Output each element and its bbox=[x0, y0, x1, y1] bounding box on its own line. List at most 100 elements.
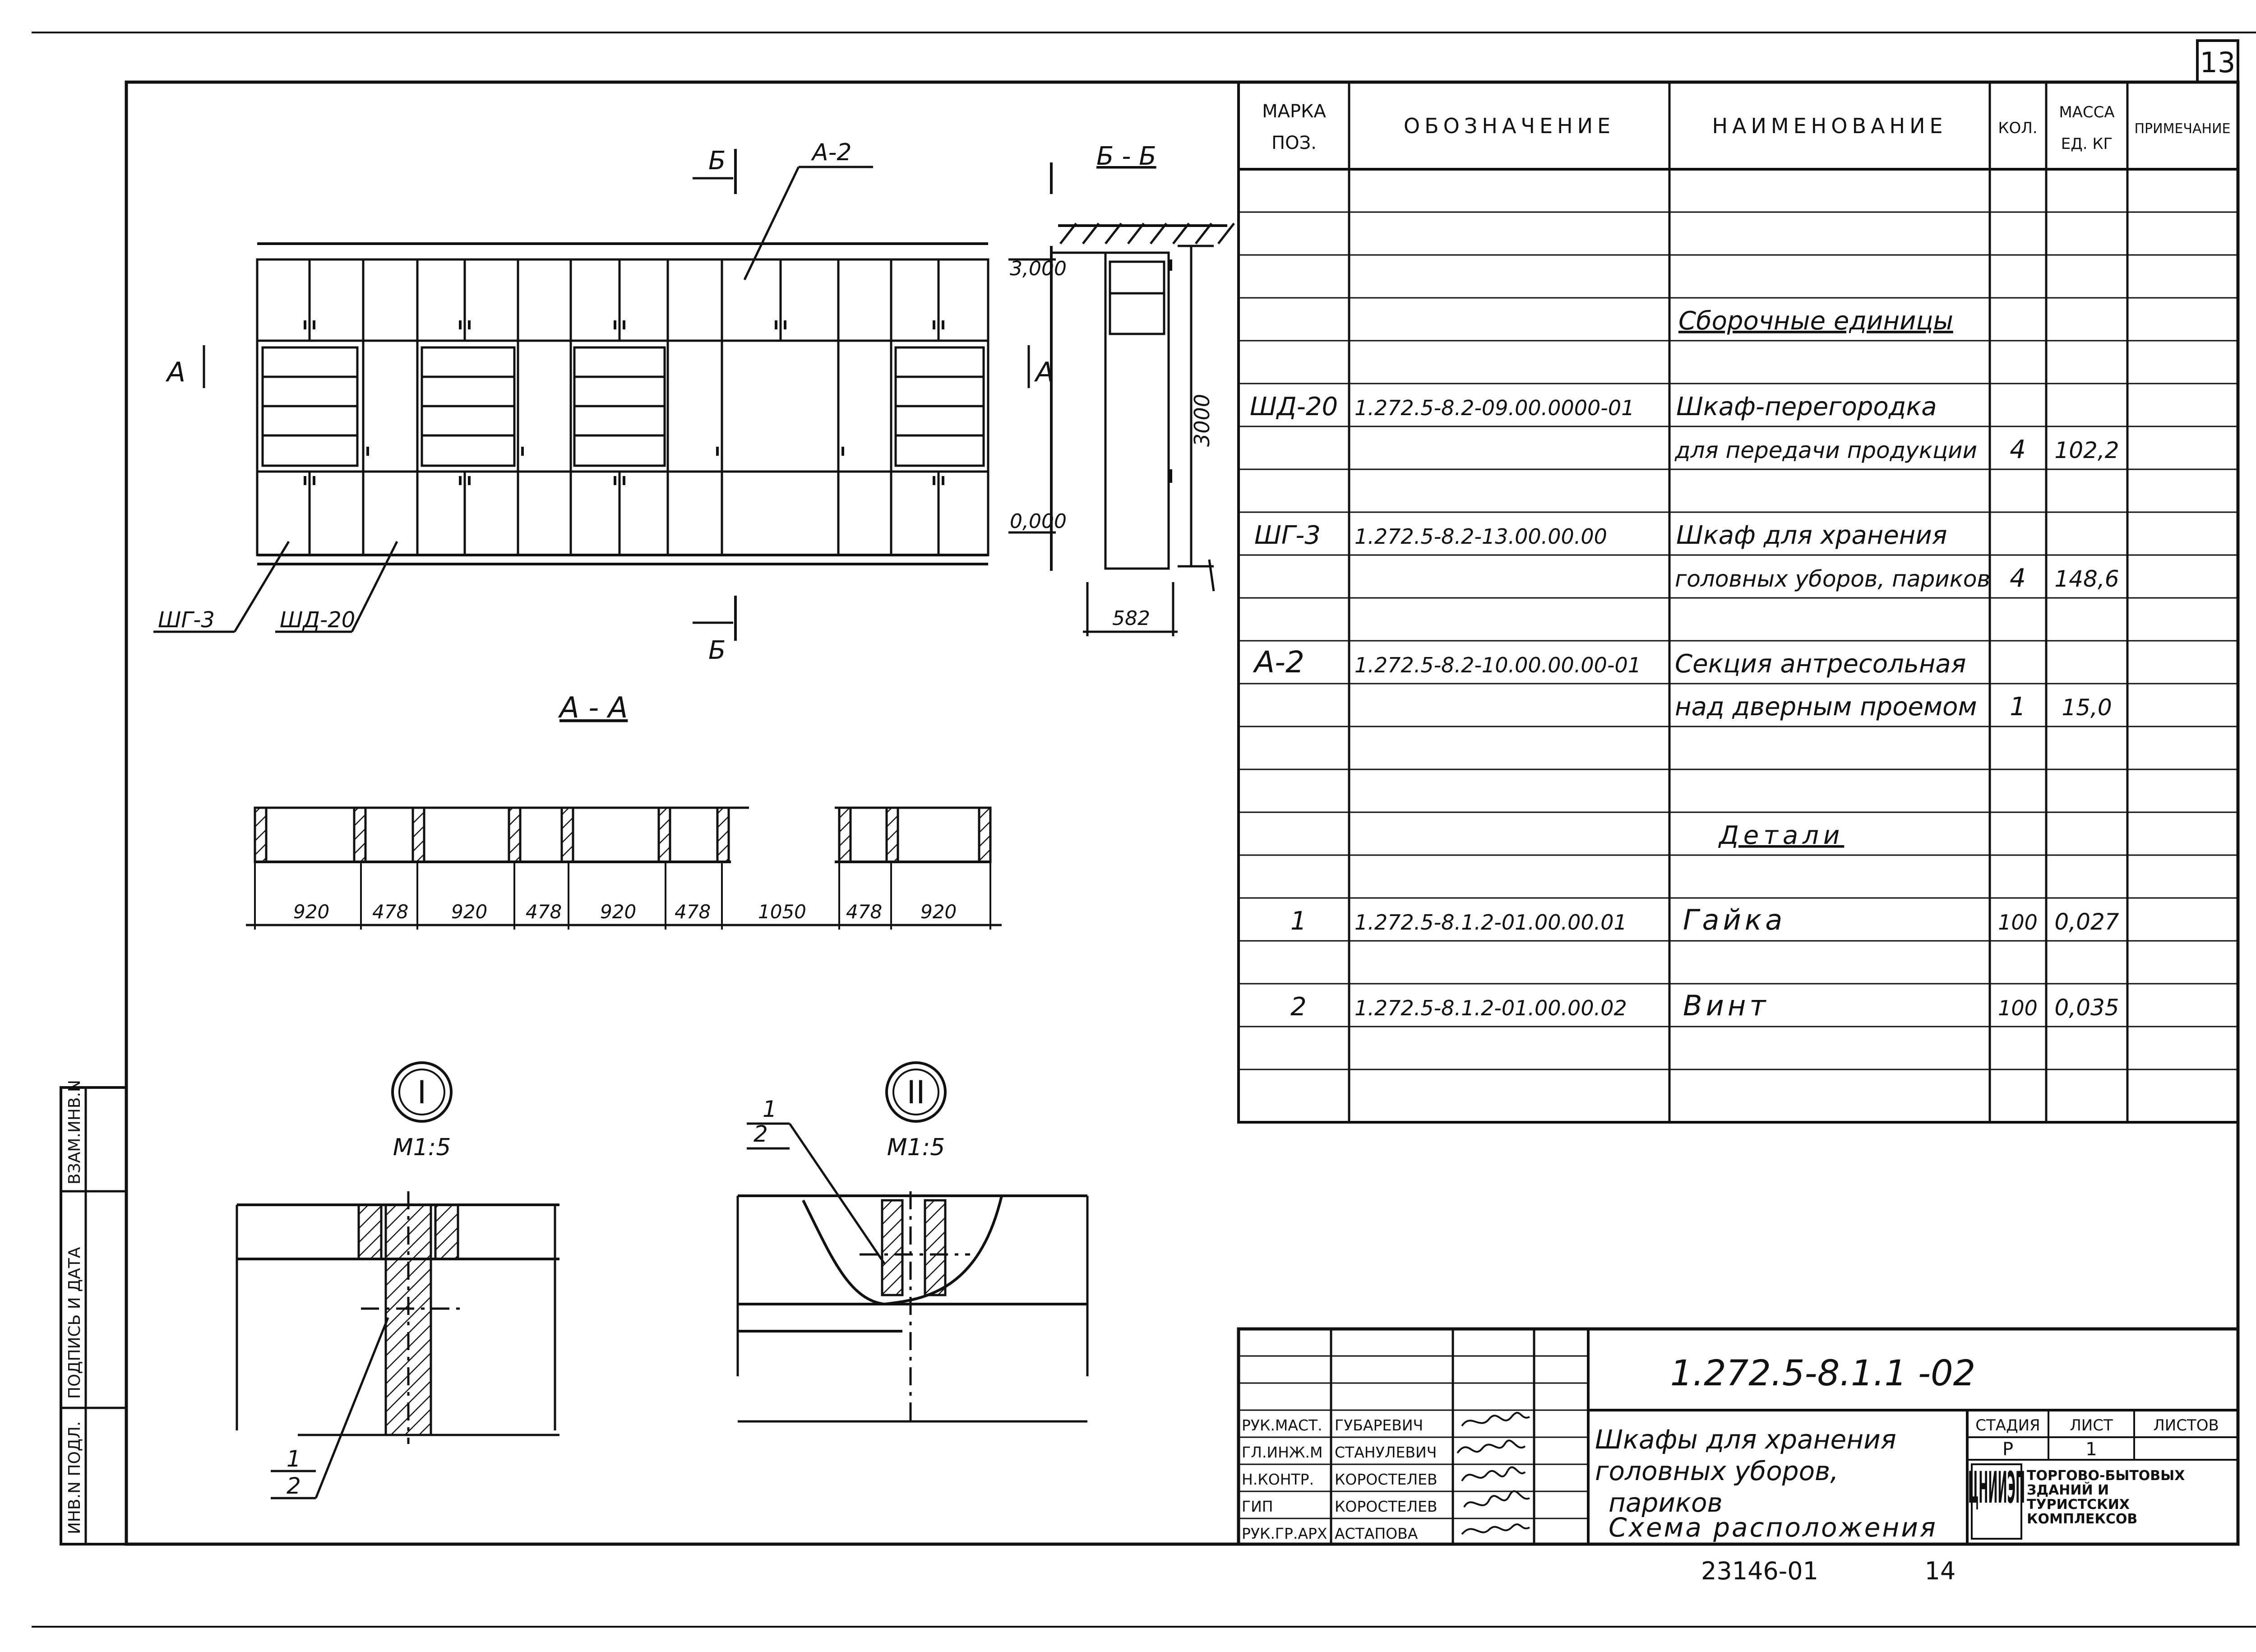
detail-1 bbox=[236, 1061, 559, 1499]
dim-aa-0: 920 bbox=[293, 901, 329, 923]
row-2-mass: 148,6 bbox=[2054, 566, 2119, 592]
row-1-mark: ШД-20 bbox=[1250, 392, 1338, 421]
header-note: ПРИМЕЧАНИЕ bbox=[2135, 121, 2231, 137]
archive-number: 23146-01 bbox=[1701, 1557, 1818, 1585]
dim-aa-5: 478 bbox=[675, 901, 711, 923]
detail-2-symbol: II bbox=[906, 1074, 925, 1111]
org-name-line-2: ЗДАНИЙ И bbox=[2027, 1482, 2109, 1498]
section-mark-a-left: А bbox=[165, 356, 185, 388]
detail-2 bbox=[736, 1061, 1089, 1426]
header-mark-line2: ПОЗ. bbox=[1271, 133, 1317, 153]
callout-shd20: ШД-20 bbox=[280, 607, 355, 633]
row-3-mass: 15,0 bbox=[2062, 694, 2112, 721]
title-line-2: головных уборов, bbox=[1595, 1456, 1839, 1486]
spec-table-grid bbox=[1237, 81, 2239, 1124]
elevation-view bbox=[153, 149, 1030, 641]
callout-a2: А-2 bbox=[811, 139, 851, 166]
dim-aa-4: 920 bbox=[600, 901, 636, 923]
detail-2-leader-2: 2 bbox=[754, 1121, 768, 1147]
stamp-inv-podl: ИНВ.N ПОДЛ. bbox=[65, 1421, 84, 1534]
section-assemblies: Сборочные единицы bbox=[1678, 306, 1953, 336]
row-4-mark: 1 bbox=[1290, 907, 1307, 936]
level-bottom: 0,000 bbox=[1010, 510, 1067, 533]
row-5-name1: Винт bbox=[1683, 989, 1769, 1022]
row-1-qty: 4 bbox=[2010, 435, 2026, 464]
section-parts: Детали bbox=[1718, 821, 1844, 850]
spec-table-body: Сборочные единицы ШД-20 1.272.5-8.2-09.0… bbox=[1250, 306, 2119, 1022]
handwritten-signatures bbox=[1456, 1411, 1530, 1535]
row-1-mass: 102,2 bbox=[2054, 437, 2119, 463]
sig-name-5: АСТАПОВА bbox=[1335, 1525, 1418, 1542]
row-3-mark: А-2 bbox=[1253, 645, 1304, 680]
org-name: ТОРГОВО-БЫТОВЫХ ЗДАНИЙ И ТУРИСТСКИХ КОМП… bbox=[2027, 1468, 2185, 1527]
stamp-podpis-data: ПОДПИСЬ И ДАТА bbox=[65, 1247, 84, 1399]
sig-role-2: ГЛ.ИНЖ.М bbox=[1242, 1444, 1322, 1461]
title-block-grid bbox=[1237, 1327, 2240, 1546]
section-mark-b-top: Б bbox=[708, 146, 726, 176]
sheet-number: 13 bbox=[2200, 46, 2236, 79]
sheet-label: ЛИСТ bbox=[2070, 1416, 2113, 1435]
sig-name-1: ГУБАРЕВИЧ bbox=[1335, 1416, 1423, 1434]
row-4-name1: Гайка bbox=[1683, 903, 1786, 936]
row-4-qty: 100 bbox=[1998, 910, 2038, 935]
row-1-name2: для передачи продукции bbox=[1674, 437, 1977, 463]
org-name-line-3: ТУРИСТСКИХ bbox=[2027, 1497, 2130, 1513]
detail-2-scale: М1:5 bbox=[887, 1134, 945, 1161]
row-5-mark: 2 bbox=[1290, 992, 1307, 1022]
detail-1-leader-1: 1 bbox=[287, 1446, 301, 1472]
org-name-line-1: ТОРГОВО-БЫТОВЫХ bbox=[2027, 1468, 2185, 1484]
row-4-mass: 0,027 bbox=[2054, 909, 2119, 935]
dim-aa-7: 478 bbox=[846, 901, 882, 923]
side-stamp: ИНВ.N ПОДЛ. ПОДПИСЬ И ДАТА ВЗАМ.ИНВ.N bbox=[60, 1080, 128, 1546]
detail-1-symbol: I bbox=[417, 1074, 427, 1111]
sig-name-2: СТАНУЛЕВИЧ bbox=[1335, 1444, 1437, 1461]
header-mark-line1: МАРКА bbox=[1262, 101, 1326, 122]
row-2-qty: 4 bbox=[2010, 564, 2026, 593]
title-line-1: Шкафы для хранения bbox=[1595, 1424, 1896, 1455]
section-aa-dimensions: 920 478 920 478 920 478 1050 478 920 bbox=[293, 901, 957, 923]
sig-role-1: РУК.МАСТ. bbox=[1242, 1416, 1322, 1434]
sheet-value: 1 bbox=[2085, 1439, 2097, 1460]
row-2-designation: 1.272.5-8.2-13.00.00.00 bbox=[1355, 524, 1607, 549]
header-mass-line1: МАССА bbox=[2059, 103, 2114, 121]
level-top: 3,000 bbox=[1010, 257, 1067, 280]
org-name-line-4: КОМПЛЕКСОВ bbox=[2027, 1511, 2137, 1527]
row-3-qty: 1 bbox=[2010, 692, 2026, 722]
sig-name-4: КОРОСТЕЛЕВ bbox=[1335, 1498, 1438, 1515]
dim-height-3000: 3000 bbox=[1190, 394, 1214, 447]
header-mass-line2: ЕД. КГ bbox=[2061, 135, 2113, 153]
row-3-name1: Секция антресольная bbox=[1675, 649, 1966, 679]
detail-1-scale: М1:5 bbox=[393, 1134, 451, 1161]
row-1-name1: Шкаф-перегородка bbox=[1676, 392, 1937, 421]
spec-table-header: МАРКА ПОЗ. ОБОЗНАЧЕНИЕ НАИМЕНОВАНИЕ КОЛ.… bbox=[1262, 101, 2230, 153]
detail-1-leader-2: 2 bbox=[287, 1473, 301, 1499]
title-code: 1.272.5-8.1.1 -02 bbox=[1670, 1353, 1976, 1394]
sig-role-5: РУК.ГР.АРХ bbox=[1242, 1525, 1327, 1542]
row-2-name2: головных уборов, париков bbox=[1675, 566, 1990, 592]
dim-aa-1: 478 bbox=[372, 901, 408, 923]
section-mark-b-bottom: Б bbox=[708, 636, 726, 665]
row-2-name1: Шкаф для хранения bbox=[1676, 521, 1947, 550]
callout-shg3: ШГ-3 bbox=[158, 607, 215, 633]
title-block-signatures: РУК.МАСТ. ГУБАРЕВИЧ ГЛ.ИНЖ.М СТАНУЛЕВИЧ … bbox=[1242, 1416, 1438, 1542]
footer-page: 14 bbox=[1925, 1557, 1956, 1585]
dim-aa-6: 1050 bbox=[758, 901, 806, 923]
dim-aa-3: 478 bbox=[526, 901, 562, 923]
sig-role-3: Н.КОНТР. bbox=[1242, 1471, 1314, 1488]
row-2-mark: ШГ-3 bbox=[1254, 521, 1321, 550]
org-logo: ЦНИИЭП bbox=[1968, 1462, 2025, 1513]
section-aa-title: А - А bbox=[558, 691, 628, 725]
sheets-label: ЛИСТОВ bbox=[2153, 1416, 2219, 1435]
header-name: НАИМЕНОВАНИЕ bbox=[1712, 114, 1947, 138]
row-1-designation: 1.272.5-8.2-09.00.0000-01 bbox=[1355, 396, 1634, 420]
row-3-name2: над дверным проемом bbox=[1675, 692, 1977, 722]
header-qty: КОЛ. bbox=[1998, 119, 2037, 137]
row-4-designation: 1.272.5-8.1.2-01.00.00.01 bbox=[1355, 910, 1627, 935]
row-5-mass: 0,035 bbox=[2054, 995, 2119, 1021]
row-5-designation: 1.272.5-8.1.2-01.00.00.02 bbox=[1355, 996, 1627, 1020]
section-bb bbox=[1008, 162, 1235, 636]
dim-depth-582: 582 bbox=[1112, 607, 1150, 630]
sig-role-4: ГИП bbox=[1242, 1498, 1273, 1515]
row-5-qty: 100 bbox=[1998, 996, 2038, 1020]
